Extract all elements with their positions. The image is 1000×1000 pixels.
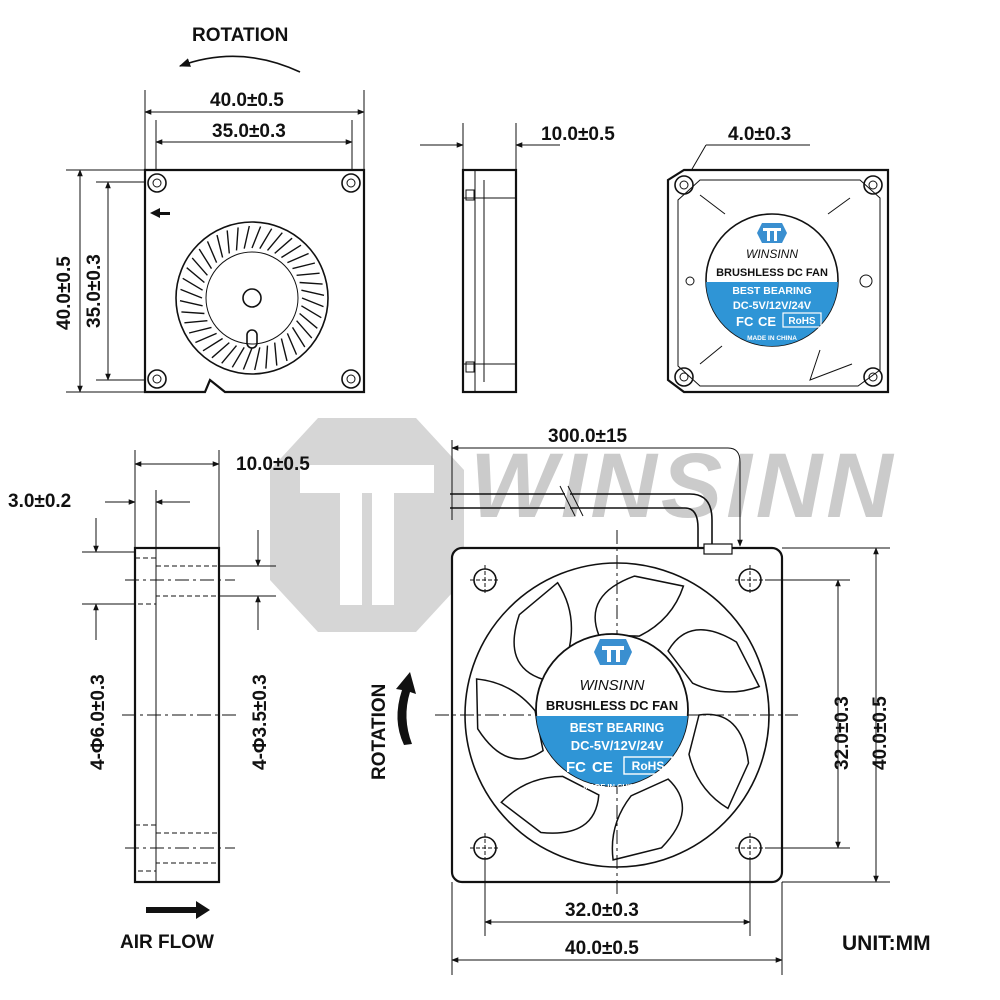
- axial-origin-text: MADE IN CHINA: [583, 782, 641, 791]
- blower-direction-arrow-icon: [150, 208, 170, 218]
- fan-blade: [500, 775, 600, 834]
- blower-side-view: 10.0±0.5: [420, 123, 615, 394]
- axial-counterbore-diameter: 4-Φ6.0±0.3: [88, 674, 109, 770]
- blower-ce-mark: CE: [758, 314, 776, 329]
- blower-hole-diameter: 4.0±0.3: [728, 124, 791, 145]
- blower-rotation-label: ROTATION: [192, 25, 288, 46]
- blower-brand-name: WINSINN: [746, 247, 798, 261]
- cable-length: 300.0±15: [548, 426, 628, 447]
- axial-through-hole-diameter: 4-Φ3.5±0.3: [250, 674, 271, 770]
- axial-brand-name: WINSINN: [580, 677, 645, 694]
- blower-origin-text: MADE IN CHINA: [747, 335, 797, 342]
- axial-product-name: BRUSHLESS DC FAN: [546, 698, 678, 713]
- blower-front-view: ROTATION 40.0±0.5 35.0±0.3 40.0±0.5 35.0…: [54, 25, 366, 394]
- axial-ce-mark: CE: [592, 759, 613, 776]
- axial-brand-logo-icon: [594, 639, 632, 665]
- blower-height-holes: 35.0±0.3: [84, 254, 105, 328]
- fan-blade: [513, 581, 573, 681]
- axial-voltage-text: DC-5V/12V/24V: [571, 738, 664, 753]
- blower-brand-logo-icon: [757, 223, 787, 243]
- blower-voltage-text: DC-5V/12V/24V: [733, 300, 812, 312]
- axial-rotation-arrow-icon: [396, 672, 416, 745]
- blower-housing: [143, 168, 366, 394]
- blower-impeller: [175, 221, 329, 375]
- blower-height-outer: 40.0±0.5: [54, 256, 75, 330]
- blower-back-view: 4.0±0.3 WINSINN BRUSHLESS DC FAN BES: [666, 124, 890, 394]
- watermark: WINSINN: [270, 418, 897, 632]
- axial-rohs-mark: RoHS: [632, 759, 665, 773]
- blower-thickness: 10.0±0.5: [541, 124, 615, 145]
- fan-blade: [667, 629, 761, 693]
- axial-outer-vertical: 40.0±0.5: [870, 696, 891, 770]
- airflow-arrow-icon: [146, 901, 210, 919]
- airflow-label: AIR FLOW: [120, 932, 214, 953]
- watermark-logo-icon: [270, 418, 464, 632]
- axial-hole-spacing-vertical: 32.0±0.3: [832, 696, 853, 770]
- fan-blade: [688, 713, 750, 810]
- axial-hole-spacing-horizontal: 32.0±0.3: [565, 900, 639, 921]
- axial-outer-horizontal: 40.0±0.5: [565, 938, 639, 959]
- axial-mount-hole-icon: [470, 565, 765, 863]
- axial-fcc-mark: FC: [566, 759, 586, 776]
- blower-mount-hole-icon: [147, 173, 361, 389]
- fan-blade: [611, 778, 683, 861]
- blower-rotation-arrow-icon: [178, 55, 301, 73]
- axial-thickness: 10.0±0.5: [236, 454, 310, 475]
- blower-rohs-mark: RoHS: [788, 316, 816, 327]
- watermark-text: WINSINN: [470, 435, 897, 537]
- axial-bearing-text: BEST BEARING: [570, 721, 664, 735]
- blower-side-body: [461, 168, 518, 394]
- axial-side-view: 10.0±0.5 3.0±0.2 4-Φ6.0±0.3 4-Φ3.5±0.3 A…: [8, 450, 310, 953]
- blower-product-label: WINSINN BRUSHLESS DC FAN BEST BEARING DC…: [705, 213, 839, 347]
- axial-front-view: 300.0±15: [369, 426, 891, 975]
- axial-rotation-label: ROTATION: [369, 684, 390, 780]
- blower-back-mount-hole-icon: [674, 175, 883, 387]
- axial-flange-thickness: 3.0±0.2: [8, 491, 71, 512]
- blower-width-holes: 35.0±0.3: [212, 121, 286, 142]
- blower-bearing-text: BEST BEARING: [732, 285, 811, 297]
- axial-product-label: WINSINN BRUSHLESS DC FAN BEST BEARING DC…: [535, 633, 689, 791]
- blower-width-outer: 40.0±0.5: [210, 90, 284, 111]
- fan-blade: [475, 678, 544, 760]
- blower-product-name: BRUSHLESS DC FAN: [716, 267, 828, 279]
- unit-label: UNIT:MM: [842, 932, 931, 955]
- blower-fcc-mark: FC: [736, 314, 754, 329]
